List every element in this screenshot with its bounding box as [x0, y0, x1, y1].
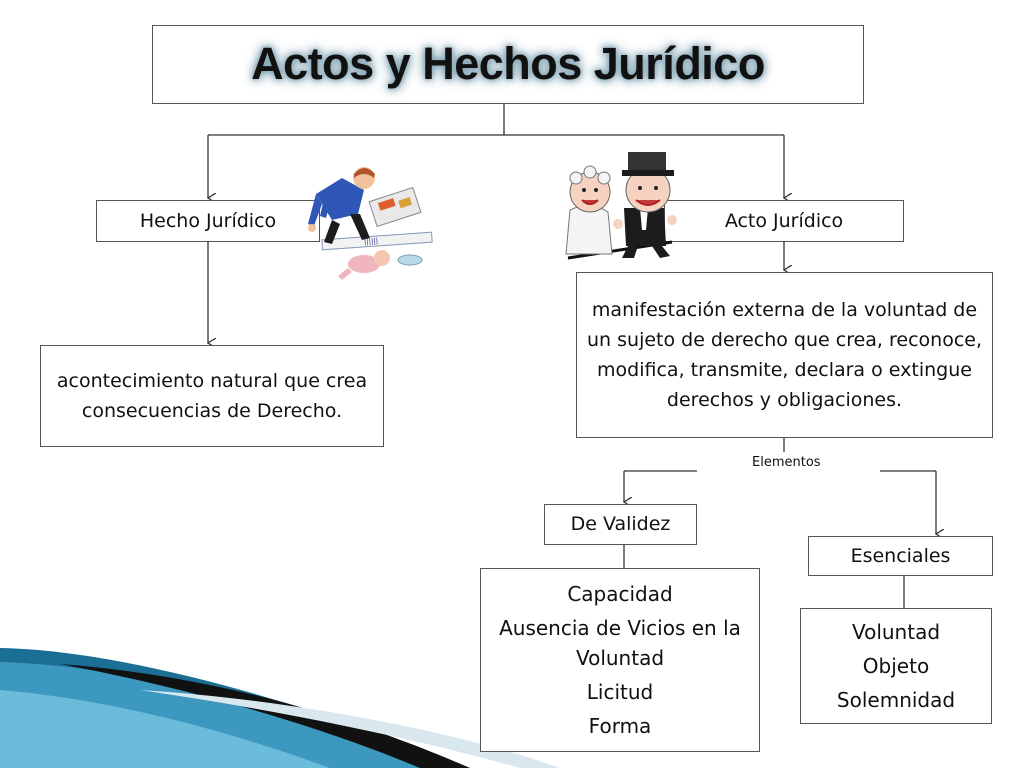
acto-definition-text: manifestación externa de la voluntad de … — [587, 299, 983, 411]
validez-item: Forma — [588, 714, 652, 738]
wedding-couple-illustration — [565, 152, 677, 260]
title-box: Actos y Hechos Jurídico — [152, 25, 864, 104]
esenciales-item: Solemnidad — [836, 688, 956, 712]
esenciales-item: Objeto — [862, 654, 930, 678]
validez-item: Ausencia de Vicios en la Voluntad — [499, 616, 741, 670]
acto-definition-box: manifestación externa de la voluntad de … — [576, 272, 993, 438]
esenciales-item: Voluntad — [851, 620, 941, 644]
hecho-definition-box: acontecimiento natural que crea consecue… — [40, 345, 384, 447]
validez-item: Licitud — [586, 680, 654, 704]
esenciales-box: Esenciales — [808, 536, 993, 576]
validez-item: Capacidad — [567, 582, 673, 606]
esenciales-label: Esenciales — [850, 545, 951, 567]
hecho-juridico-box: Hecho Jurídico — [96, 200, 320, 242]
acto-juridico-label: Acto Jurídico — [724, 210, 844, 232]
esenciales-list-box: Voluntad Objeto Solemnidad — [800, 608, 992, 724]
hecho-definition-text: acontecimiento natural que crea consecue… — [56, 370, 368, 422]
hecho-juridico-label: Hecho Jurídico — [139, 210, 277, 232]
elementos-label: Elementos — [752, 455, 821, 470]
svg-text:||||||: |||||| — [364, 237, 379, 246]
acto-juridico-box: Acto Jurídico — [664, 200, 904, 242]
first-aid-scene-illustration: |||||| — [308, 167, 433, 280]
validez-label: De Validez — [570, 513, 671, 535]
validez-box: De Validez — [544, 504, 697, 545]
slide-title: Actos y Hechos Jurídico — [251, 38, 765, 89]
validez-list-box: Capacidad Ausencia de Vicios en la Volun… — [480, 568, 760, 752]
